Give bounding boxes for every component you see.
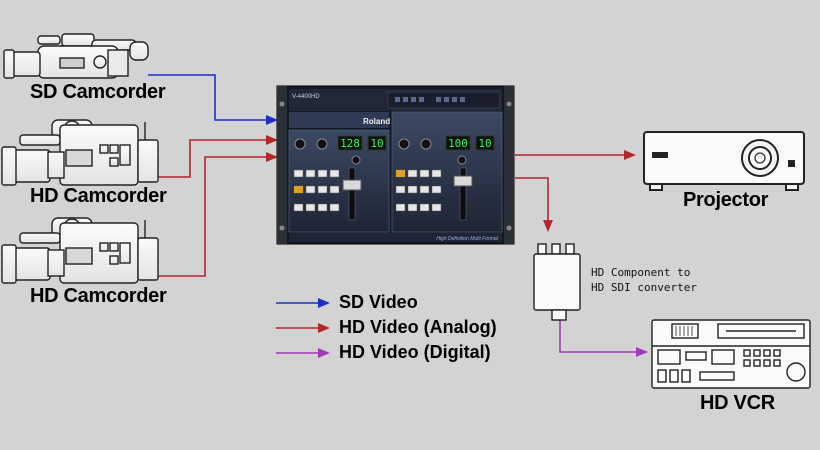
hd-camcorder-icon xyxy=(1,217,159,284)
video-switcher: V-4400HD Roland 128 10 100 10 xyxy=(276,85,515,245)
sd-video-cable xyxy=(148,74,278,125)
sd-camcorder-label: SD Camcorder xyxy=(30,81,166,103)
hd-camcorder-icon xyxy=(1,119,159,186)
display-c: 100 xyxy=(448,137,468,150)
hd-camcorder-label: HD Camcorder xyxy=(30,285,167,307)
converter-label-line1: HD Component to xyxy=(591,266,691,279)
hd-vcr-label: HD VCR xyxy=(700,392,775,414)
switcher-model: V-4400HD xyxy=(292,94,320,100)
switcher-footer: High Definition Multi Format xyxy=(436,236,498,242)
legend-arrows xyxy=(276,298,330,358)
projector-icon xyxy=(643,131,805,191)
hd-camcorder-label: HD Camcorder xyxy=(30,185,167,207)
display-d: 10 xyxy=(478,137,491,150)
legend-sd-video-label: SD Video xyxy=(339,292,418,312)
projector-cable xyxy=(515,150,636,160)
converter-box xyxy=(533,243,581,321)
display-b: 10 xyxy=(370,137,383,150)
display-a: 128 xyxy=(340,137,360,150)
hd-vcr-icon xyxy=(651,319,811,389)
converter-label-line2: HD SDI converter xyxy=(591,281,697,294)
projector-label: Projector xyxy=(683,189,769,211)
sd-camcorder-icon xyxy=(3,33,149,79)
hd-digital-cable xyxy=(559,318,648,357)
hd-analog-cable-2 xyxy=(158,152,278,277)
legend-hd-digital-label: HD Video (Digital) xyxy=(339,342,491,362)
legend-hd-analog-label: HD Video (Analog) xyxy=(339,317,497,337)
switcher-brand: Roland xyxy=(363,117,390,126)
hd-analog-cable-1 xyxy=(158,135,278,178)
converter-cable xyxy=(515,177,553,232)
